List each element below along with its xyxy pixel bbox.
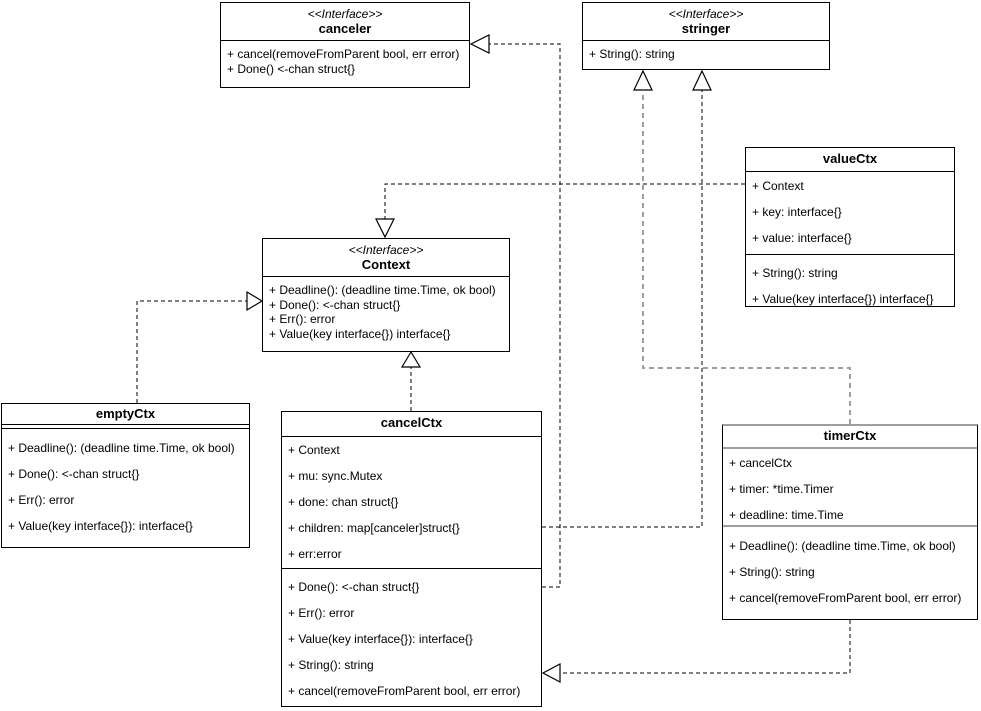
attribute-row: + key: interface{} <box>752 205 842 219</box>
class-timerCtx-title: timerCtx <box>723 426 977 449</box>
method-row: + cancel(removeFromParent bool, err erro… <box>227 47 460 61</box>
class-emptyCtx-methods: + Deadline(): (deadline time.Time, ok bo… <box>2 429 249 539</box>
class-emptyCtx: emptyCtx + Deadline(): (deadline time.Ti… <box>1 403 250 548</box>
class-stringer-methods: + String(): string <box>583 41 829 62</box>
method-row: + Err(): error <box>269 312 336 326</box>
class-valueCtx-title: valueCtx <box>746 148 954 172</box>
attribute-row: + cancelCtx <box>729 456 793 470</box>
method-row: + String(): string <box>729 565 815 579</box>
method-row: + Done(): <-chan struct{} <box>288 580 420 594</box>
class-Context: <<Interface>> Context + Deadline(): (dea… <box>262 238 510 352</box>
method-row: + Value(key interface{}): interface{} <box>288 632 473 646</box>
class-emptyCtx-title: emptyCtx <box>2 404 249 425</box>
attribute-row: + deadline: time.Time <box>729 508 844 522</box>
class-emptyCtx-attributes <box>2 425 249 429</box>
class-canceler-methods: + cancel(removeFromParent bool, err erro… <box>221 41 469 76</box>
attribute-row: + timer: *time.Timer <box>729 482 834 496</box>
class-timerCtx-methods: + Deadline(): (deadline time.Time, ok bo… <box>723 527 977 611</box>
method-row: + String(): string <box>589 47 675 61</box>
method-row: + String(): string <box>752 266 838 280</box>
hollow-triangle-icon-canceler <box>469 34 490 54</box>
attribute-row: + Context <box>288 443 340 457</box>
class-name: canceler <box>318 21 372 36</box>
class-Context-title: <<Interface>> Context <box>263 239 509 277</box>
class-canceler-title: <<Interface>> canceler <box>221 3 469 41</box>
class-canceler: <<Interface>> canceler + cancel(removeFr… <box>220 2 470 88</box>
class-cancelCtx-attributes: + Context + mu: sync.Mutex + done: chan … <box>282 437 541 569</box>
stereotype-label: <<Interface>> <box>668 7 744 21</box>
edge-emptyCtx-Context <box>136 300 247 403</box>
hollow-triangle-icon-stringer-left <box>633 69 653 91</box>
class-name: Context <box>361 257 411 272</box>
class-timerCtx: timerCtx + cancelCtx + timer: *time.Time… <box>722 424 978 620</box>
method-row: + Value(key interface{}) interface{} <box>752 292 934 306</box>
class-valueCtx-methods: + String(): string + Value(key interface… <box>746 255 954 312</box>
class-valueCtx-attributes: + Context + key: interface{} + value: in… <box>746 172 954 255</box>
method-row: + Done() <-chan struct{} <box>227 61 356 76</box>
edge-valueCtx-Context <box>384 183 745 219</box>
stereotype-label: <<Interface>> <box>307 7 383 21</box>
class-stringer-title: <<Interface>> stringer <box>583 3 829 41</box>
hollow-triangle-icon-Context-left <box>246 290 264 312</box>
class-timerCtx-attributes: + cancelCtx + timer: *time.Timer + deadl… <box>723 449 977 527</box>
attribute-row: + Context <box>752 179 804 193</box>
attribute-row: + done: chan struct{} <box>288 495 399 509</box>
method-row: + Err(): error <box>8 493 75 507</box>
stereotype-label: <<Interface>> <box>348 243 424 257</box>
class-name: timerCtx <box>823 428 877 443</box>
class-cancelCtx-methods: + Done(): <-chan struct{} + Err(): error… <box>282 569 541 704</box>
class-valueCtx: valueCtx + Context + key: interface{} + … <box>745 147 955 307</box>
class-Context-methods: + Deadline(): (deadline time.Time, ok bo… <box>263 277 509 341</box>
class-name: cancelCtx <box>380 415 443 430</box>
edge-cancelCtx-stringer <box>542 90 703 528</box>
edge-timerCtx-cancelCtx <box>560 620 851 674</box>
method-row: + String(): string <box>288 658 374 672</box>
hollow-triangle-icon-Context-bottom <box>400 350 422 368</box>
method-row: + Deadline(): (deadline time.Time, ok bo… <box>8 441 235 455</box>
method-row: + Deadline(): (deadline time.Time, ok bo… <box>729 539 956 553</box>
class-cancelCtx: cancelCtx + Context + mu: sync.Mutex + d… <box>281 411 542 707</box>
method-row: + cancel(removeFromParent bool, err erro… <box>729 591 962 605</box>
attribute-row: + err:error <box>288 547 342 561</box>
attribute-row: + mu: sync.Mutex <box>288 469 383 483</box>
hollow-triangle-icon-Context-top <box>375 218 395 239</box>
class-stringer: <<Interface>> stringer + String(): strin… <box>582 2 830 70</box>
attribute-row: + value: interface{} <box>752 231 852 245</box>
method-row: + Value(key interface{}) interface{} <box>269 326 451 341</box>
method-row: + Done(): <-chan struct{} <box>269 297 401 312</box>
hollow-triangle-icon-cancelCtx <box>541 663 561 683</box>
method-row: + cancel(removeFromParent bool, err erro… <box>288 684 521 698</box>
method-row: + Done(): <-chan struct{} <box>8 467 140 481</box>
hollow-triangle-icon-stringer-right <box>692 69 712 91</box>
class-name: valueCtx <box>822 151 878 166</box>
attribute-row: + children: map[canceler]struct{} <box>288 521 460 535</box>
class-name: emptyCtx <box>95 406 156 421</box>
class-name: stringer <box>681 21 731 36</box>
method-row: + Err(): error <box>288 606 355 620</box>
class-cancelCtx-title: cancelCtx <box>282 412 541 437</box>
method-row: + Deadline(): (deadline time.Time, ok bo… <box>269 283 496 297</box>
method-row: + Value(key interface{}): interface{} <box>8 519 193 533</box>
